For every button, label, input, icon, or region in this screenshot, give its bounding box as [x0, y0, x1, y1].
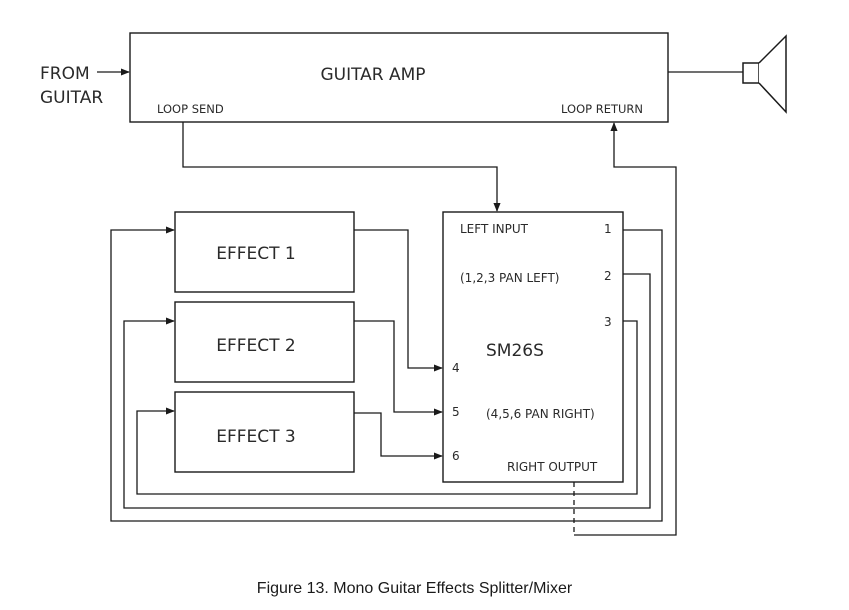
right-output-label: RIGHT OUTPUT — [507, 460, 598, 474]
from-guitar-label-line2: GUITAR — [40, 88, 103, 108]
output-1-to-effect-1-wire — [110, 226, 663, 522]
left-input-label: LEFT INPUT — [460, 222, 529, 236]
speaker-icon — [742, 34, 787, 114]
loop-send-label: LOOP SEND — [157, 102, 224, 116]
input-port-5-label: 5 — [452, 405, 460, 419]
output-3-to-effect-3-wire — [136, 320, 638, 495]
effect-2-label: EFFECT 2 — [216, 336, 296, 356]
sm26s-name: SM26S — [486, 341, 544, 361]
effect-1-to-input-4-wire — [354, 229, 443, 372]
effect-3-label: EFFECT 3 — [216, 427, 296, 447]
effect-2-box — [174, 301, 355, 383]
output-port-1-label: 1 — [604, 222, 612, 236]
input-port-4-label: 4 — [452, 361, 460, 375]
pan-right-note: (4,5,6 PAN RIGHT) — [486, 407, 595, 421]
pan-left-note: (1,2,3 PAN LEFT) — [460, 271, 559, 285]
effect-3-box — [174, 391, 355, 473]
output-2-to-effect-2-wire — [123, 273, 651, 509]
effect-1-label: EFFECT 1 — [216, 244, 296, 264]
output-port-2-label: 2 — [604, 269, 612, 283]
guitar-amp-title: GUITAR AMP — [320, 65, 425, 85]
input-port-6-label: 6 — [452, 449, 460, 463]
effect-2-to-input-5-wire — [354, 320, 443, 416]
figure-caption: Figure 13. Mono Guitar Effects Splitter/… — [256, 580, 573, 597]
from-guitar-label-line1: FROM — [40, 64, 90, 84]
loop-send-to-left-input-wire — [182, 122, 501, 212]
effect-1-box — [174, 211, 355, 293]
right-output-to-loop-return-wire — [574, 122, 677, 536]
sm26s-mixer-box — [442, 211, 624, 483]
loop-return-label: LOOP RETURN — [561, 102, 643, 116]
effect-3-to-input-6-wire — [354, 412, 443, 460]
guitar-amp-box — [129, 32, 669, 123]
output-port-3-label: 3 — [604, 315, 612, 329]
